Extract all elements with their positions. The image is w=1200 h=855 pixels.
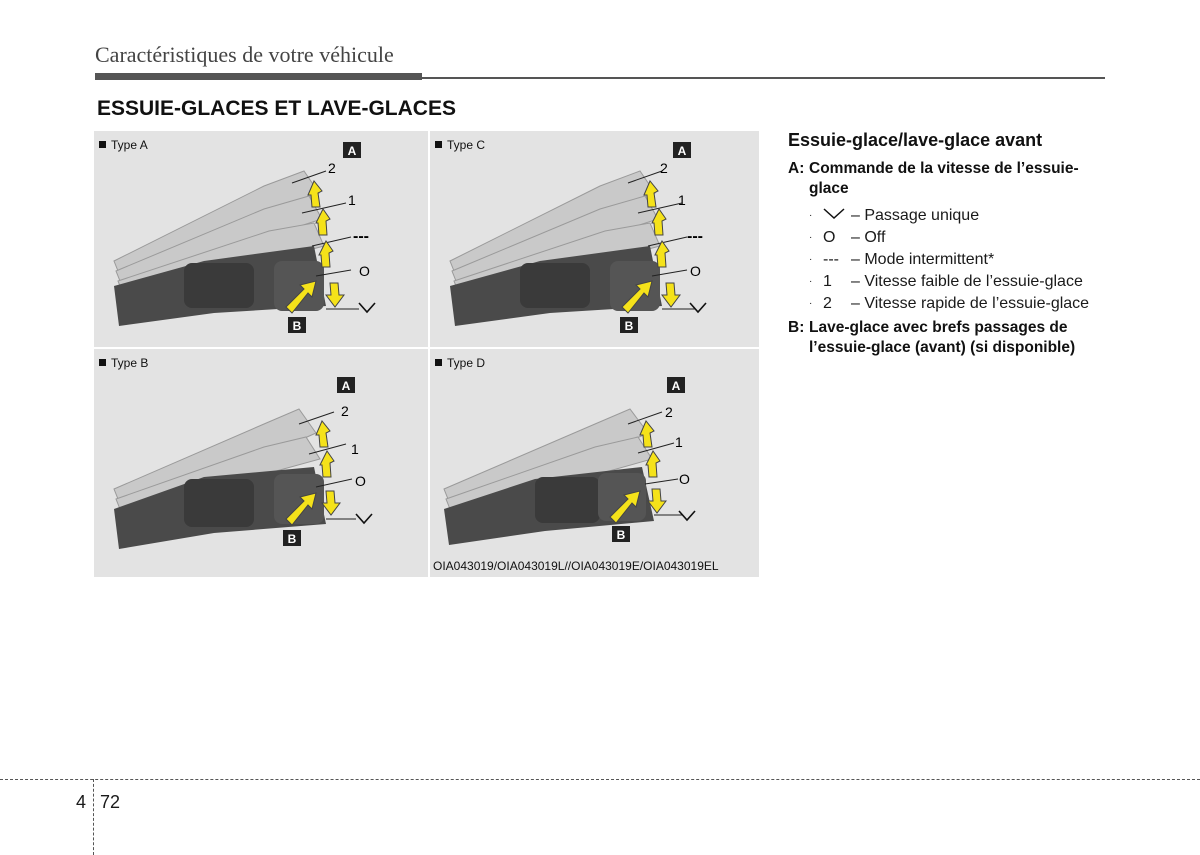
svg-text:B: B: [625, 319, 634, 333]
description-column: Essuie-glace/lave-glace avant A: Command…: [788, 130, 1118, 358]
list-item: · O – Off: [809, 228, 1118, 248]
arrow-down: [326, 283, 344, 307]
subsection-heading: Essuie-glace/lave-glace avant: [788, 130, 1118, 151]
figure-caption: OIA043019/OIA043019L//OIA043019E/OIA0430…: [433, 559, 719, 573]
single-pass-symbol: [359, 303, 375, 312]
running-header: Caractéristiques de votre véhicule: [95, 42, 394, 68]
header-rule-thin: [422, 77, 1105, 79]
chapter-number: 4: [76, 792, 86, 813]
item-a-title: A: Commande de la vitesse de l’essuie-gl…: [788, 159, 1118, 199]
speed-list: · – Passage unique · O – Off · --- – Mod…: [809, 206, 1118, 314]
wiper-stalk-illustration: 2 1 O A B: [94, 349, 428, 577]
list-item: · 2 – Vitesse rapide de l’essuie-glace: [809, 294, 1118, 314]
footer-divider: [0, 779, 1200, 780]
svg-text:B: B: [293, 319, 302, 333]
label-off: O: [690, 263, 701, 279]
single-pass-symbol: [356, 514, 372, 523]
label-speed-2: 2: [341, 403, 349, 419]
label-speed-1: 1: [678, 192, 686, 208]
list-item: · --- – Mode intermittent*: [809, 250, 1118, 270]
arrow-down: [662, 283, 680, 307]
label-speed-1: 1: [675, 434, 683, 450]
label-off: O: [679, 471, 690, 487]
svg-text:A: A: [342, 379, 351, 393]
label-intermittent: ---: [353, 228, 369, 245]
label-off: O: [359, 263, 370, 279]
wiper-stalk-illustration: 2 1 --- O A B: [94, 131, 428, 345]
label-intermittent: ---: [687, 228, 703, 245]
svg-text:B: B: [617, 528, 626, 542]
header-rule-thick: [95, 73, 422, 80]
svg-text:A: A: [672, 379, 681, 393]
label-speed-1: 1: [351, 441, 359, 457]
arrow-down: [322, 491, 340, 515]
footer-divider-vertical: [93, 779, 94, 855]
item-b-title: B: Lave-glace avec brefs passages de l’e…: [788, 318, 1118, 358]
label-speed-1: 1: [348, 192, 356, 208]
label-speed-2: 2: [660, 160, 668, 176]
figure-panel-type-c: Type C 2 1 --- O A B: [430, 131, 760, 345]
svg-text:A: A: [678, 144, 687, 158]
single-pass-symbol: [690, 303, 706, 312]
label-speed-2: 2: [328, 160, 336, 176]
section-title: ESSUIE-GLACES ET LAVE-GLACES: [97, 97, 456, 121]
arrow-up-2: [316, 421, 330, 447]
figure-panel-type-d: Type D 2 1 O A B: [430, 349, 760, 559]
label-off: O: [355, 473, 366, 489]
svg-text:B: B: [288, 532, 297, 546]
list-item: · – Passage unique: [809, 206, 1118, 226]
wiper-stalk-illustration: 2 1 O A B: [430, 349, 759, 559]
page-number: 72: [100, 792, 120, 813]
arrow-up-1: [320, 451, 334, 477]
figure-panel-type-a: Type A 2 1 --- O A B: [94, 131, 424, 345]
label-speed-2: 2: [665, 404, 673, 420]
svg-text:A: A: [348, 144, 357, 158]
single-pass-icon: [823, 206, 851, 226]
wiper-stalk-illustration: 2 1 --- O A B: [430, 131, 759, 345]
figure-panel-type-b: Type B 2 1 O A B: [94, 349, 424, 577]
list-item: · 1 – Vitesse faible de l’essuie-glace: [809, 272, 1118, 292]
